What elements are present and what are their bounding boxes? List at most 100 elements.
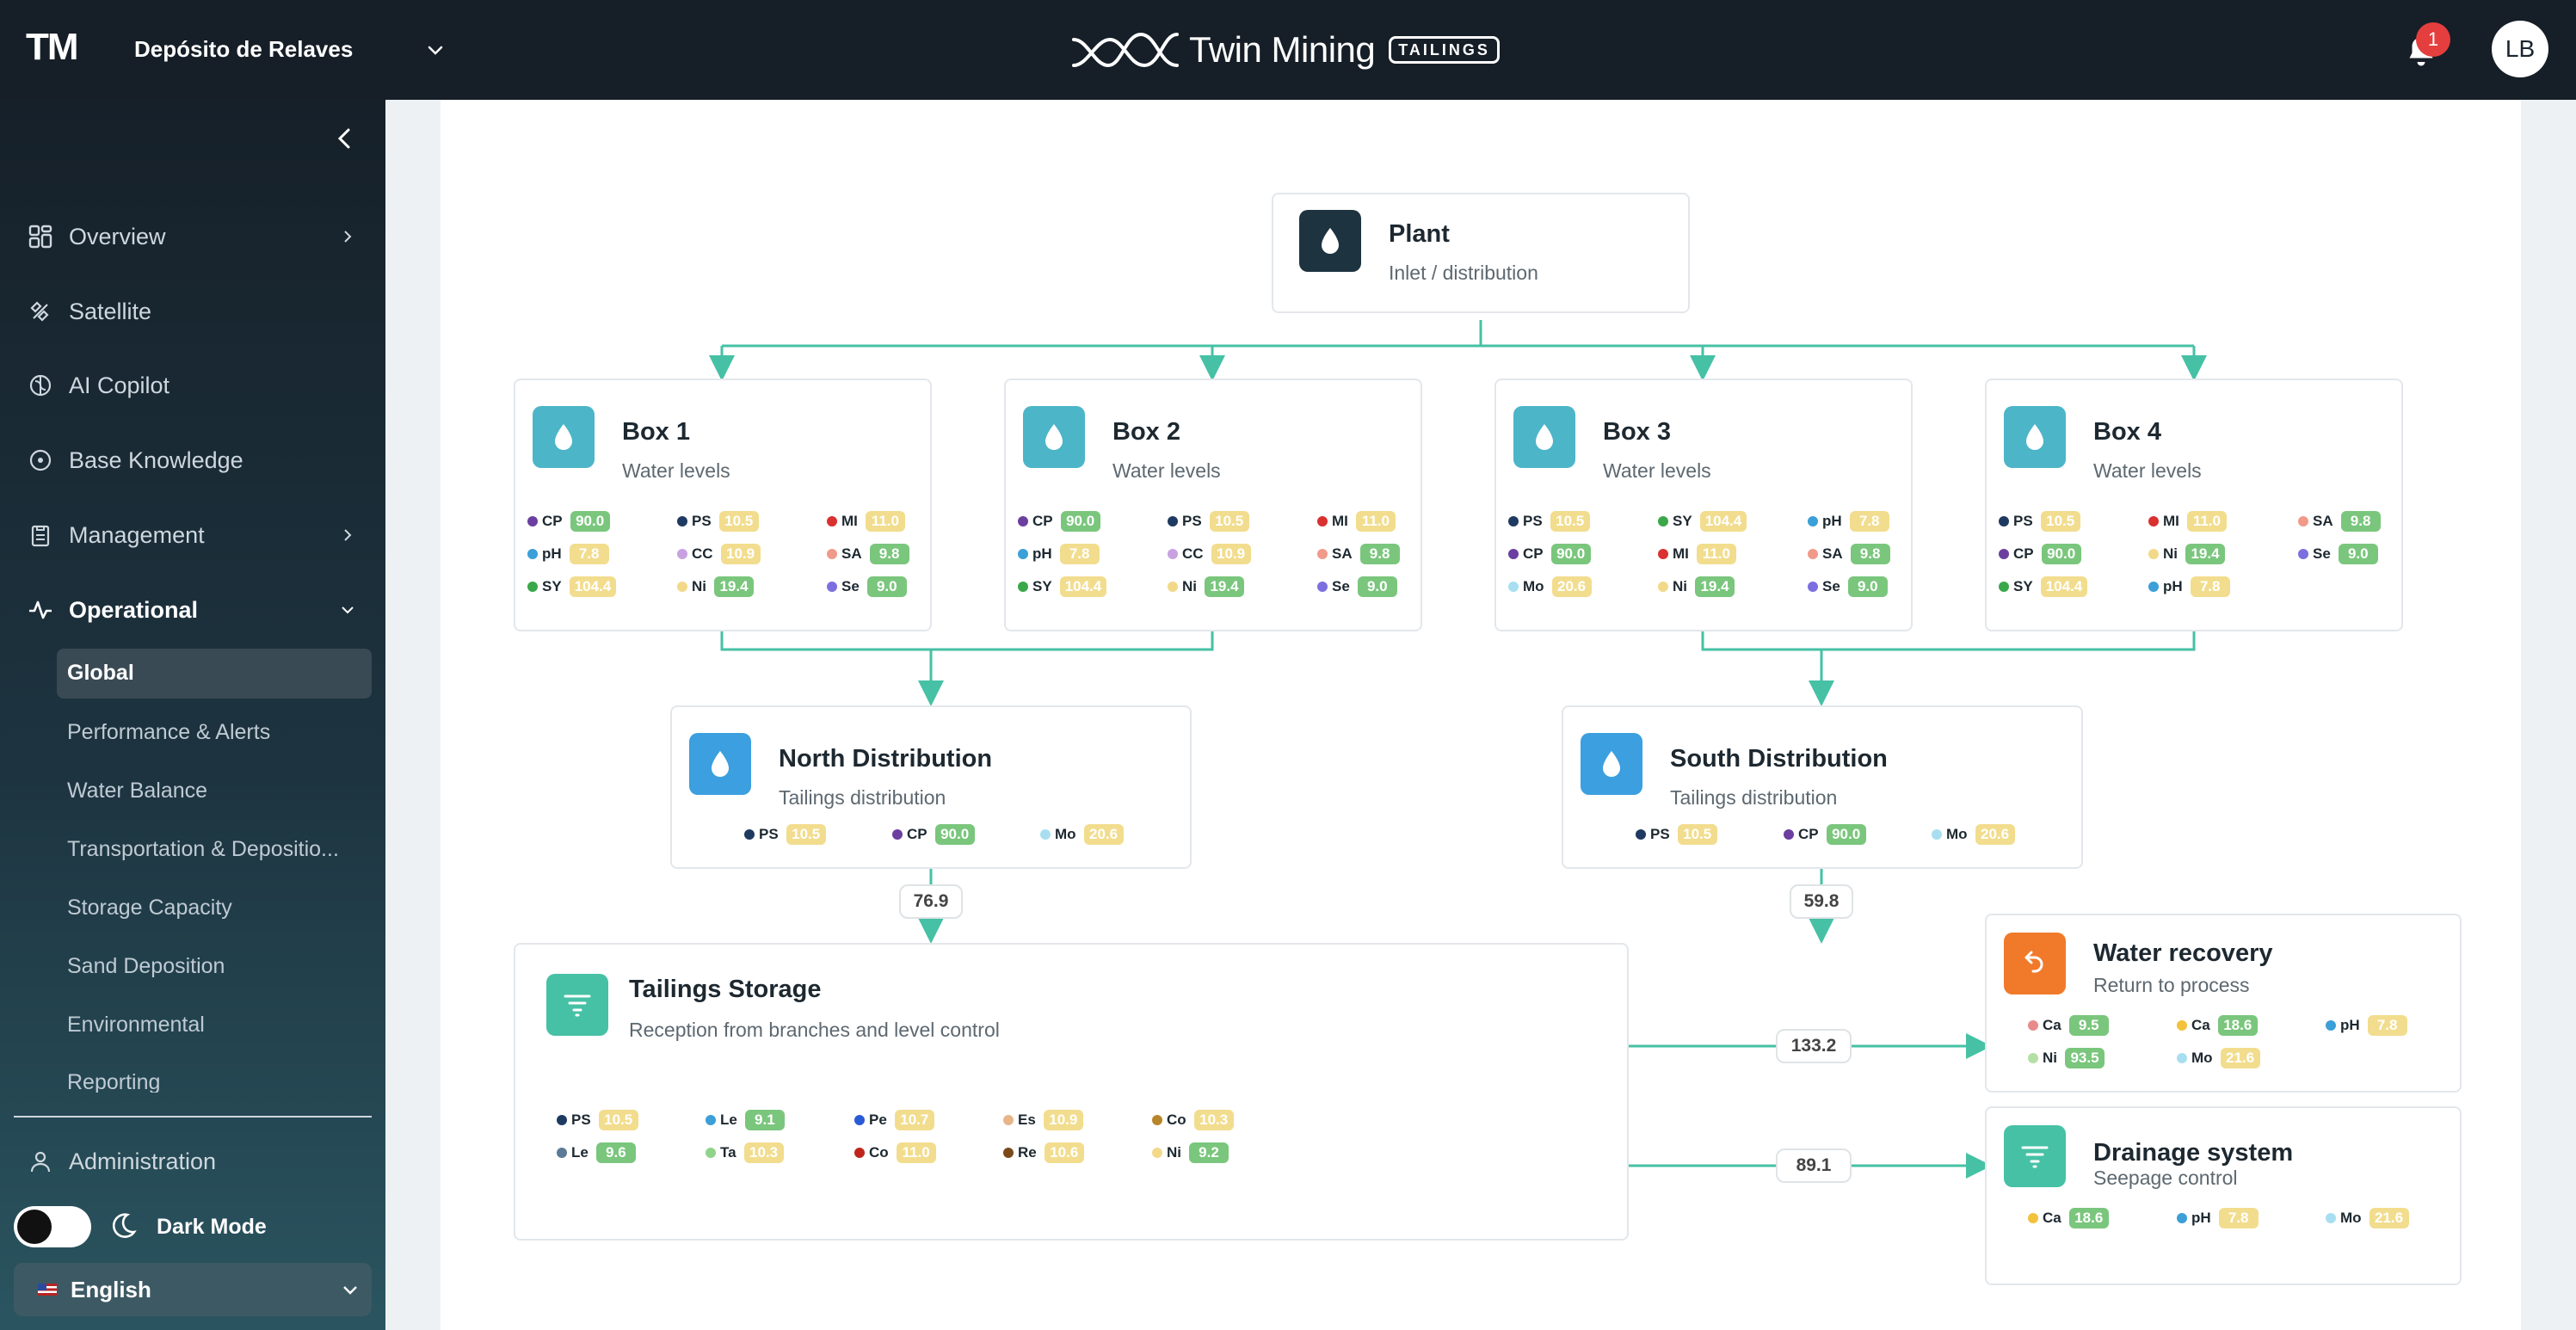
sub-item-storage-capacity[interactable]: Storage Capacity xyxy=(67,896,232,920)
sub-item-water-balance[interactable]: Water Balance xyxy=(67,779,208,803)
metric-value: 11.0 xyxy=(1696,544,1736,564)
metric-label: Ca xyxy=(2191,1017,2210,1033)
metric-dot xyxy=(1168,582,1178,592)
metric-value: 11.0 xyxy=(1355,511,1396,532)
metric-label: pH xyxy=(2163,578,2183,594)
metric-label: SY xyxy=(1673,513,1692,529)
metric-value: 9.0 xyxy=(1357,576,1397,597)
sidebar-item-management[interactable]: Management xyxy=(28,518,352,552)
metric-label: Ca xyxy=(2043,1210,2061,1226)
metric-label: Mo xyxy=(1523,578,1544,594)
metric-dot xyxy=(677,516,687,526)
metric-value: 21.6 xyxy=(2369,1208,2409,1228)
metric-dot xyxy=(1508,582,1519,592)
node-title: Water recovery xyxy=(2093,939,2273,967)
app-logo[interactable]: TM xyxy=(26,26,79,68)
sub-item-global[interactable]: Global xyxy=(67,661,134,685)
sidebar-item-administration[interactable]: Administration xyxy=(28,1144,216,1179)
avatar[interactable]: LB xyxy=(2492,21,2548,77)
sub-item-performance-alerts[interactable]: Performance & Alerts xyxy=(67,720,271,744)
metric-value: 104.4 xyxy=(569,576,617,597)
sidebar-item-label: Operational xyxy=(69,596,199,623)
metric-value: 9.8 xyxy=(1359,544,1400,564)
metric-label: Pe xyxy=(869,1111,887,1128)
water-drop-icon xyxy=(2004,406,2066,468)
chevron-left-icon[interactable] xyxy=(334,126,356,151)
sub-item-transportation-deposition[interactable]: Transportation & Depositio... xyxy=(67,837,339,861)
metric-value: 104.4 xyxy=(1699,511,1747,532)
metric-label: CP xyxy=(907,826,927,842)
metric-dot xyxy=(1003,1148,1014,1158)
metric-dot xyxy=(1168,549,1178,559)
metric-dot xyxy=(1152,1148,1162,1158)
sub-item-sand-deposition[interactable]: Sand Deposition xyxy=(67,954,225,978)
metric-value: 90.0 xyxy=(2041,544,2081,564)
metric-label: Se xyxy=(1822,578,1840,594)
water-drop-icon xyxy=(1513,406,1575,468)
metric-label: Co xyxy=(869,1144,889,1161)
sidebar-item-operational[interactable]: Operational xyxy=(28,593,354,627)
metric-dot xyxy=(1999,516,2009,526)
sub-item-environmental[interactable]: Environmental xyxy=(67,1013,205,1037)
language-selector[interactable]: English xyxy=(14,1263,372,1316)
metric-dot xyxy=(2148,549,2159,559)
metric-dot xyxy=(2177,1053,2187,1063)
metric-label: SY xyxy=(1032,578,1052,594)
sidebar-item-base-knowledge[interactable]: Base Knowledge xyxy=(28,443,243,477)
metric-label: Se xyxy=(2313,545,2331,562)
metric-label: SY xyxy=(2013,578,2033,594)
metric-value: 9.0 xyxy=(866,576,907,597)
metric-item: Ca 18.6 xyxy=(2028,1208,2109,1228)
metric-label: Re xyxy=(1018,1144,1037,1161)
sidebar-item-overview[interactable]: Overview xyxy=(28,219,352,254)
metric-dot xyxy=(1508,516,1519,526)
metric-item: SY 104.4 xyxy=(1658,511,1747,532)
metric-value: 18.6 xyxy=(2068,1208,2109,1228)
chevron-down-icon[interactable] xyxy=(425,40,446,60)
metric-label: Ta xyxy=(720,1144,736,1161)
metric-dot xyxy=(827,549,837,559)
metric-dot xyxy=(2148,582,2159,592)
chevron-right-icon xyxy=(344,529,352,541)
metric-dot xyxy=(1152,1115,1162,1125)
satellite-icon xyxy=(28,299,53,324)
metric-dot xyxy=(1808,516,1818,526)
metric-label: PS xyxy=(1523,513,1543,529)
metric-value: 9.6 xyxy=(595,1142,636,1163)
sidebar-item-ai-copilot[interactable]: AI Copilot xyxy=(28,368,169,403)
site-selector-label[interactable]: Depósito de Relaves xyxy=(134,36,354,62)
metric-dot xyxy=(827,582,837,592)
metric-value: 19.4 xyxy=(714,576,754,597)
sidebar-item-satellite[interactable]: Satellite xyxy=(28,294,151,329)
sub-item-reporting[interactable]: Reporting xyxy=(67,1070,161,1093)
node-plant[interactable]: Plant Inlet / distribution xyxy=(1272,193,1690,313)
metric-label: MI xyxy=(1332,513,1348,529)
metric-dot xyxy=(1317,549,1328,559)
toggle-knob xyxy=(17,1210,52,1244)
chevron-right-icon xyxy=(344,231,352,243)
metric-value: 9.2 xyxy=(1189,1142,1229,1163)
metric-dot xyxy=(557,1115,567,1125)
metric-label: PS xyxy=(1182,513,1202,529)
chevron-down-icon xyxy=(343,1286,357,1295)
return-arrow-icon xyxy=(2004,933,2066,994)
